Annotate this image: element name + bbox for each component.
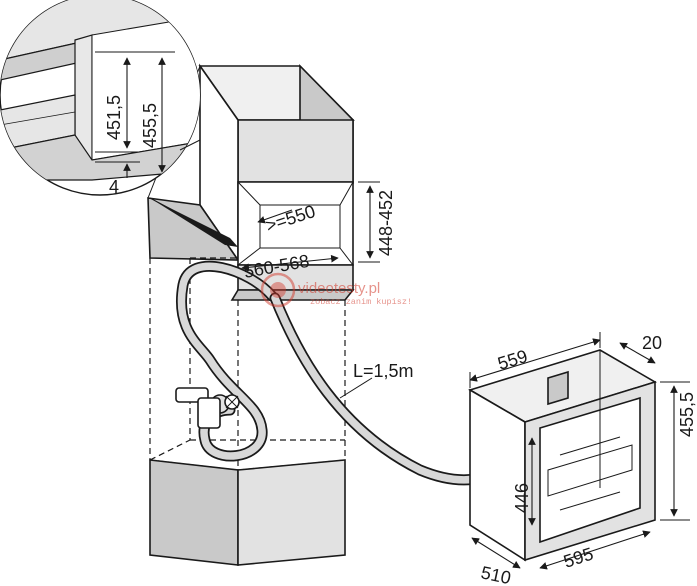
- watermark-brand: videotesty.pl: [298, 280, 380, 297]
- dim-appliance-depth: 559: [495, 346, 530, 374]
- dim-body-depth: 510: [479, 562, 513, 586]
- dim-hose-length: L=1,5m: [353, 361, 414, 381]
- dim-detail-outer: 455,5: [140, 103, 160, 148]
- plinth-front: [237, 459, 346, 566]
- dim-appliance-height: 455,5: [677, 392, 697, 437]
- appliance-door: [539, 396, 641, 544]
- dim-niche-height: 448-452: [376, 190, 396, 256]
- upper-box-front: [237, 119, 354, 183]
- watermark-tagline: zobacz zanim kupisz!: [310, 297, 412, 307]
- zoom-detail: 451,5 455,5 4: [0, 0, 201, 197]
- dim-body-height: 446: [512, 483, 532, 513]
- dim-detail-gap: 4: [109, 177, 119, 197]
- appliance: [468, 349, 657, 562]
- connector-box: [547, 370, 569, 406]
- dim-front-depth: 20: [642, 333, 662, 353]
- watermark: videotesty.pl zobacz zanim kupisz!: [260, 272, 412, 308]
- water-tap-icon: [175, 387, 240, 429]
- plinth-left: [149, 459, 239, 566]
- dim-detail-inner: 451,5: [104, 95, 124, 140]
